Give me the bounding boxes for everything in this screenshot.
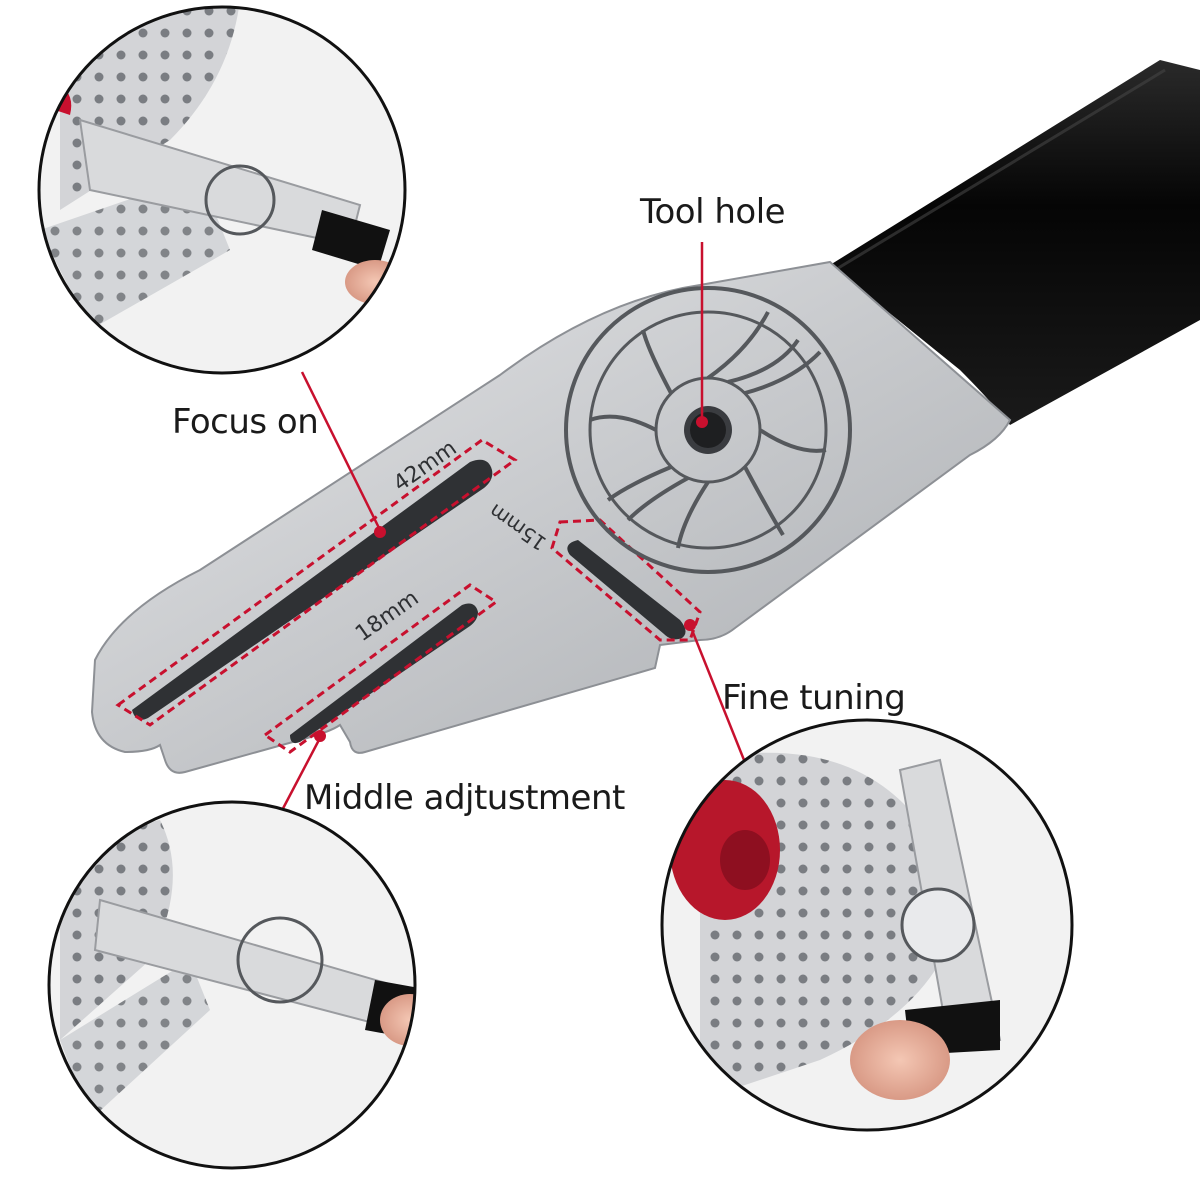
middle-adjustment-label: Middle adjtustment xyxy=(304,778,625,818)
inset-photo-bottom-right xyxy=(660,718,1074,1132)
fine-tuning-label: Fine tuning xyxy=(722,678,906,718)
leader-lines xyxy=(276,242,750,819)
tool-hole-label: Tool hole xyxy=(640,192,786,232)
inset-photo-bottom-left xyxy=(47,800,417,1170)
tool-handle xyxy=(830,60,1200,425)
slot-42mm xyxy=(132,459,493,720)
tool-blade xyxy=(90,260,1012,774)
slot-18mm xyxy=(290,603,478,744)
leader-dots xyxy=(314,416,708,742)
focus-on-label: Focus on xyxy=(172,402,319,442)
spoke-tool: 42mm 18mm 15mm xyxy=(90,60,1200,774)
slot-15mm xyxy=(567,540,686,640)
brake-rotor-engraving xyxy=(564,286,852,574)
inset-photo-top-left xyxy=(37,5,407,375)
